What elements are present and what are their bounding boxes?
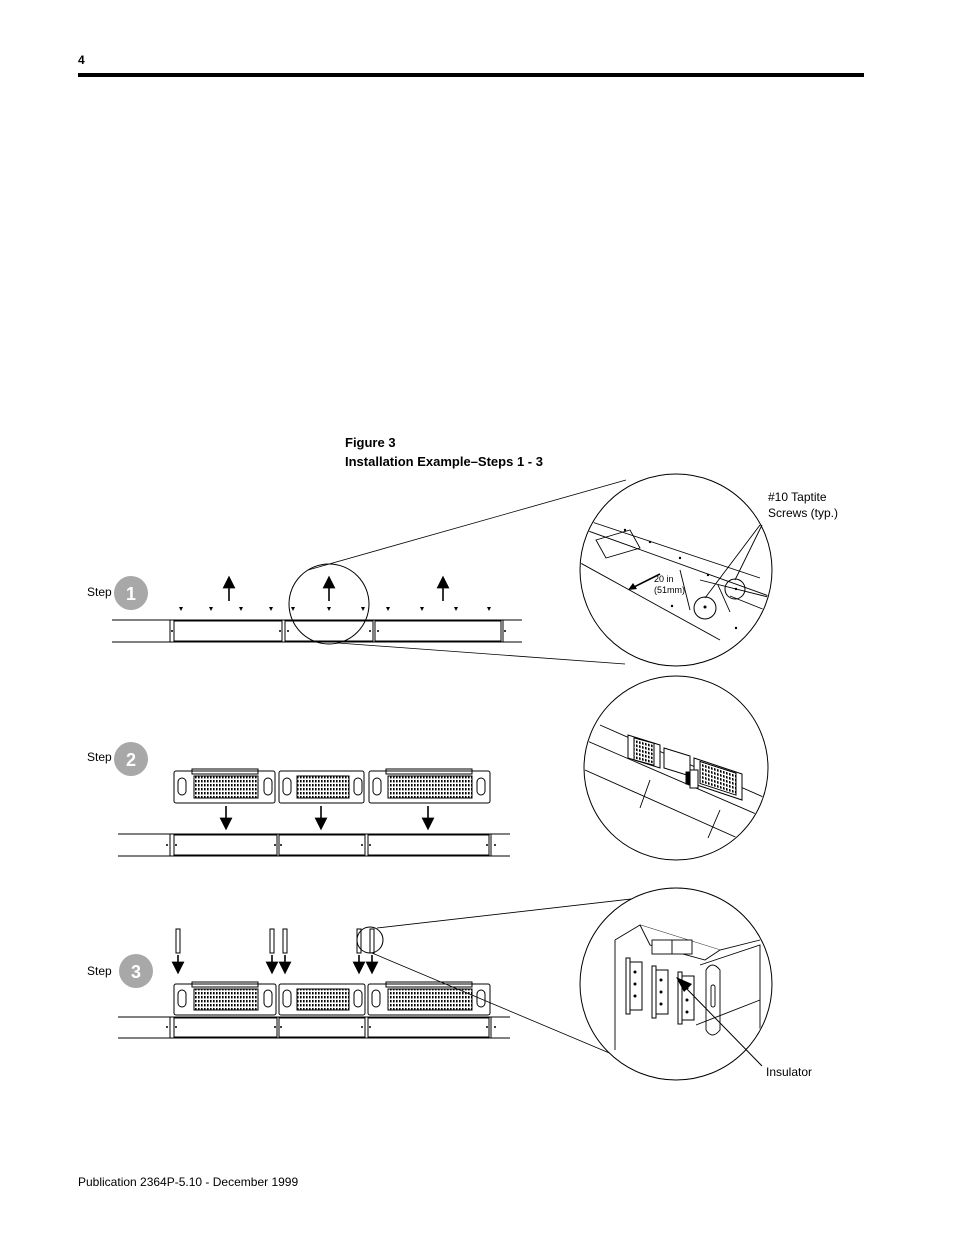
- step-1: Step 1: [87, 479, 627, 665]
- step-2-number: 2: [126, 750, 136, 770]
- step-1-badge: [114, 576, 148, 610]
- detail-1-screws: 20 in (51mm) #10 Taptite Screws (typ.): [579, 473, 838, 667]
- page-number: 4: [78, 53, 85, 67]
- figure-number: Figure 3: [345, 435, 396, 450]
- detail-2-modules: [583, 675, 769, 861]
- step-3: Step 3: [87, 897, 641, 1061]
- step-2-label: Step: [87, 750, 112, 764]
- dimension-label: 20 in: [654, 574, 674, 584]
- step-1-number: 1: [126, 584, 136, 604]
- detail-3-insulator: Insulator: [579, 887, 812, 1081]
- insulator-label: Insulator: [766, 1065, 812, 1079]
- step-3-number: 3: [131, 962, 141, 982]
- step-3-badge: [119, 954, 153, 988]
- dimension-metric-label: (51mm): [654, 585, 685, 595]
- step-2: Step 2: [87, 742, 510, 857]
- header-rule: [78, 73, 864, 77]
- figure-caption: Installation Example–Steps 1 - 3: [345, 454, 543, 469]
- step-2-badge: [114, 742, 148, 776]
- footer-publication: Publication 2364P-5.10 - December 1999: [78, 1175, 299, 1189]
- figure-title: Figure 3 Installation Example–Steps 1 - …: [345, 433, 543, 471]
- step-3-label: Step: [87, 964, 112, 978]
- screws-label-line2: Screws (typ.): [768, 506, 838, 520]
- step-1-label: Step: [87, 585, 112, 599]
- screws-label-line1: #10 Taptite: [768, 490, 827, 504]
